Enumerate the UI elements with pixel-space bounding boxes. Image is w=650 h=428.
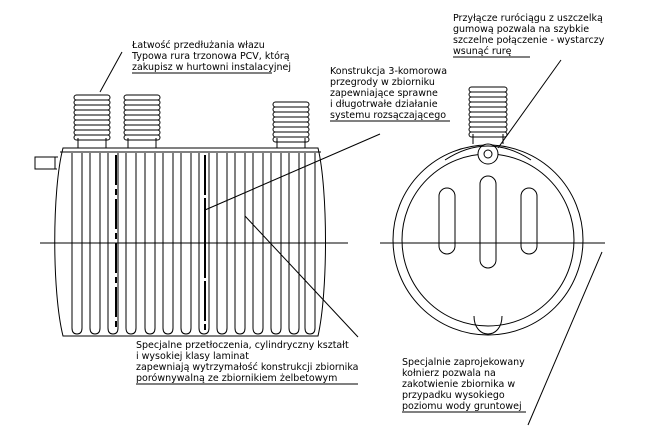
annotation-line: Konstrukcja 3-komorowa (330, 66, 447, 77)
annotation-line: kołnierz pozwala na (402, 368, 496, 379)
annotation-line: szczelne połączenie - wystarczy (453, 35, 605, 46)
rib-loop (144, 153, 156, 335)
end-oval-2 (479, 175, 497, 269)
annotation-line: zakupisz w hurtowni instalacyjnej (132, 62, 291, 73)
annotation-line: porównywalną ze zbiornikiem żelbetowym (136, 373, 337, 384)
rib-loop (107, 153, 119, 335)
pipe-connector (477, 143, 499, 165)
end-neck-riser (468, 86, 508, 144)
rib-loop (234, 153, 246, 335)
leader-lines (99, 51, 603, 426)
annotation-line: wsunąć rurę (453, 46, 512, 57)
inlet-pipe (34, 156, 56, 170)
neck-risers (73, 94, 310, 148)
annotation-line: poziomu wody gruntowej (402, 401, 522, 412)
annotation-line: przegrody w zbiorniku (330, 77, 435, 88)
annotation-line: i długotrwałe działanie (330, 99, 438, 110)
neck-riser (272, 101, 310, 148)
neck-riser (73, 94, 111, 148)
bottom-tab (473, 315, 503, 335)
rib-loop (288, 153, 300, 335)
rib-loop (162, 153, 174, 335)
rib-loop (216, 153, 228, 335)
rib-loop (198, 153, 210, 335)
annotation-line: Specjalnie zaprojekowany (402, 357, 525, 368)
annotation-line: systemu rozsączającego (330, 110, 446, 121)
neck-riser (468, 86, 508, 144)
annotation-line: zakotwienie zbiornika w (402, 379, 515, 390)
annotation-line: gumową pozwala na szybkie (453, 24, 589, 35)
rib-loop (180, 153, 192, 335)
tank-end-view (392, 86, 584, 336)
rib-loop (304, 153, 316, 335)
annotation-three-chamber: Konstrukcja 3-komorowa przegrody w zbior… (330, 66, 450, 122)
annotation-line: Łatwość przedłużania włazu (131, 40, 265, 51)
annotation-special-shape: Specjalne przetłoczenia, cylindryczny ks… (136, 340, 358, 385)
neck-riser (123, 94, 161, 148)
annotation-neck-extension: Łatwość przedłużania włazu Typowa rura t… (131, 40, 291, 74)
annotation-line: Specjalne przetłoczenia, cylindryczny ks… (136, 340, 349, 351)
rib-loop (125, 153, 137, 335)
annotation-line: i wysokiej klasy laminat (136, 351, 249, 362)
annotation-flange: Specjalnie zaprojekowany kołnierz pozwal… (402, 357, 526, 413)
annotation-line: Typowa rura trzonowa PCV, którą (131, 51, 290, 62)
annotation-pipe-connection: Przyłącze ruróciągu z uszczelką gumową p… (453, 13, 605, 58)
tank-ribs (71, 153, 316, 335)
tank-side-view (34, 94, 326, 337)
annotation-line: przypadku wysokiego (402, 390, 505, 401)
end-oval-1 (438, 187, 456, 255)
rib-loop (270, 153, 282, 335)
rib-loop (89, 153, 101, 335)
rib-loop (252, 153, 264, 335)
end-oval-3 (520, 187, 538, 255)
annotation-line: zapewniające sprawne (330, 88, 438, 99)
annotation-line: Przyłącze ruróciągu z uszczelką (453, 13, 603, 24)
annotation-line: zapewniają wytrzymałość konstrukcji zbio… (136, 362, 358, 373)
rib-loop (71, 153, 83, 335)
